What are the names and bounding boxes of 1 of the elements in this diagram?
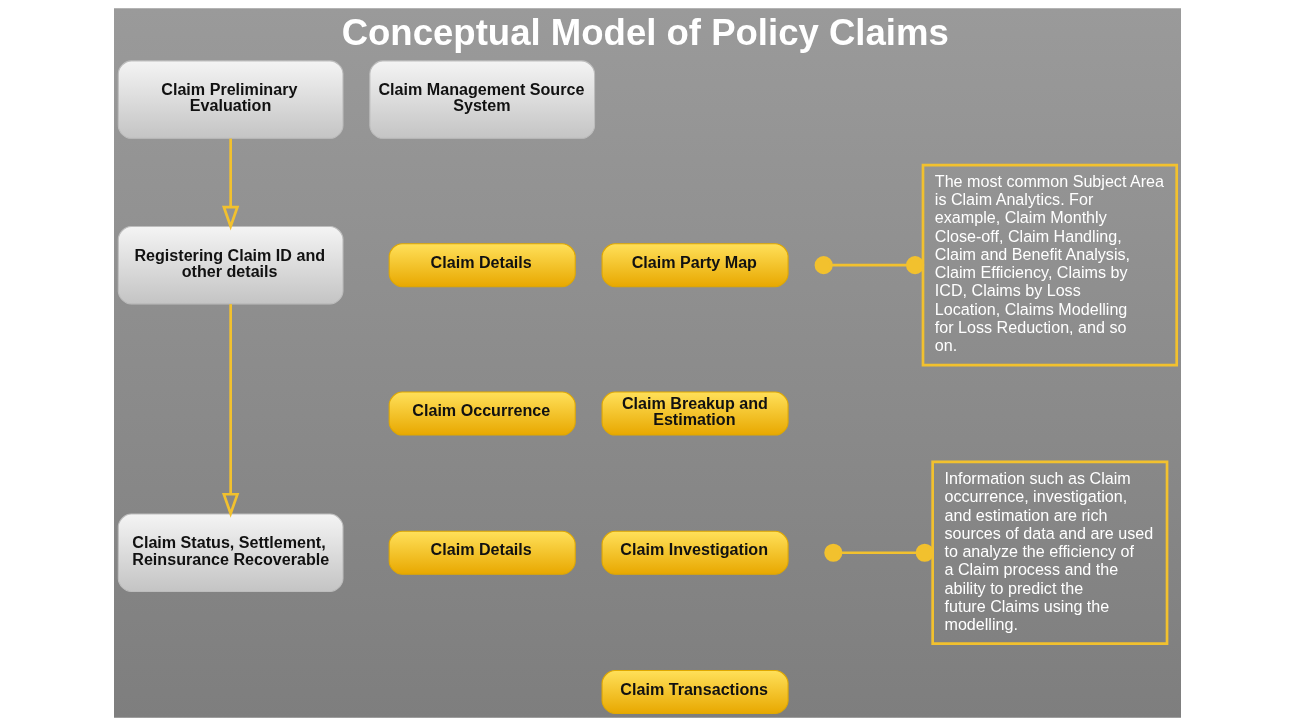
diagram-title: Conceptual Model of Policy Claims (341, 12, 949, 53)
